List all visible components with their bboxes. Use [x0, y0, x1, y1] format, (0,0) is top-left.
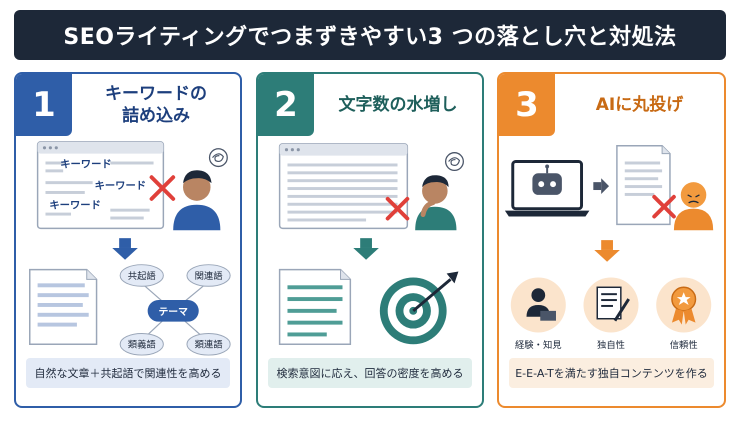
- red-x-icon: [149, 175, 176, 201]
- document-icon: [29, 268, 98, 345]
- panel-caption: 自然な文章＋共起語で関連性を高める: [26, 358, 230, 388]
- mindmap-node-label: 類義語: [128, 339, 156, 351]
- ai-delegation-illustration: 経験・知見 独自性 信頼性: [499, 136, 724, 358]
- down-arrow-icon: [353, 238, 379, 260]
- down-arrow-icon: [112, 238, 138, 260]
- mindmap-center-label: テーマ: [158, 306, 188, 318]
- mindmap-node-label: 共起語: [128, 270, 156, 282]
- panel-title: 文字数の水増し: [338, 94, 458, 115]
- document-pen-icon: [583, 277, 639, 333]
- laptop-robot-icon: [504, 160, 590, 217]
- panel-title: キーワードの 詰め込み: [105, 83, 207, 126]
- confusion-scribble-icon: [208, 148, 228, 168]
- panel-number: 1: [16, 74, 72, 136]
- word-count-illustration: [258, 136, 482, 358]
- icon-label: 信頼性: [670, 339, 698, 351]
- down-arrow-icon: [594, 240, 620, 262]
- panel-keyword-stuffing: 1 キーワードの 詰め込み キーワード キーワード キーワード: [14, 72, 242, 408]
- person-laptop-icon: [510, 277, 566, 333]
- panel-caption: 検索意図に応え、回答の密度を高める: [268, 358, 472, 388]
- browser-window-icon: [36, 141, 165, 230]
- document-icon: [278, 268, 352, 345]
- red-x-icon: [652, 194, 676, 219]
- panel-caption: E-E-A-Tを満たす独自コンテンツを作る: [509, 358, 714, 388]
- mindmap-diagram: [119, 264, 231, 356]
- browser-window-icon: [278, 143, 409, 230]
- right-arrow-icon: [593, 178, 610, 194]
- keyword-stuffing-illustration: キーワード キーワード キーワード: [16, 136, 240, 358]
- panel-number: 2: [258, 74, 314, 136]
- mindmap-node-label: 類連語: [195, 339, 223, 351]
- thinking-person-icon: [415, 175, 457, 231]
- panel-title: AIに丸投げ: [595, 94, 684, 115]
- target-bullseye-icon: [379, 271, 459, 345]
- mindmap-node-label: 関連語: [195, 270, 223, 282]
- award-badge-icon: [656, 277, 712, 333]
- icon-label: 独自性: [597, 339, 625, 351]
- panel-word-count-padding: 2 文字数の水増し: [256, 72, 484, 408]
- icon-label: 経験・知見: [515, 339, 562, 351]
- keyword-label: キーワード: [95, 180, 146, 192]
- keyword-label: キーワード: [49, 200, 100, 212]
- main-title: SEOライティングでつまずきやすい3 つの落とし穴と対処法: [14, 10, 726, 60]
- document-icon: [616, 145, 671, 226]
- confusion-scribble-icon: [445, 152, 464, 172]
- worried-person-icon: [673, 182, 714, 231]
- keyword-label: キーワード: [60, 158, 111, 170]
- panel-ai-delegation: 3 AIに丸投げ: [497, 72, 726, 408]
- confused-person-icon: [173, 170, 221, 231]
- panel-number: 3: [499, 74, 555, 136]
- red-x-icon: [385, 196, 410, 221]
